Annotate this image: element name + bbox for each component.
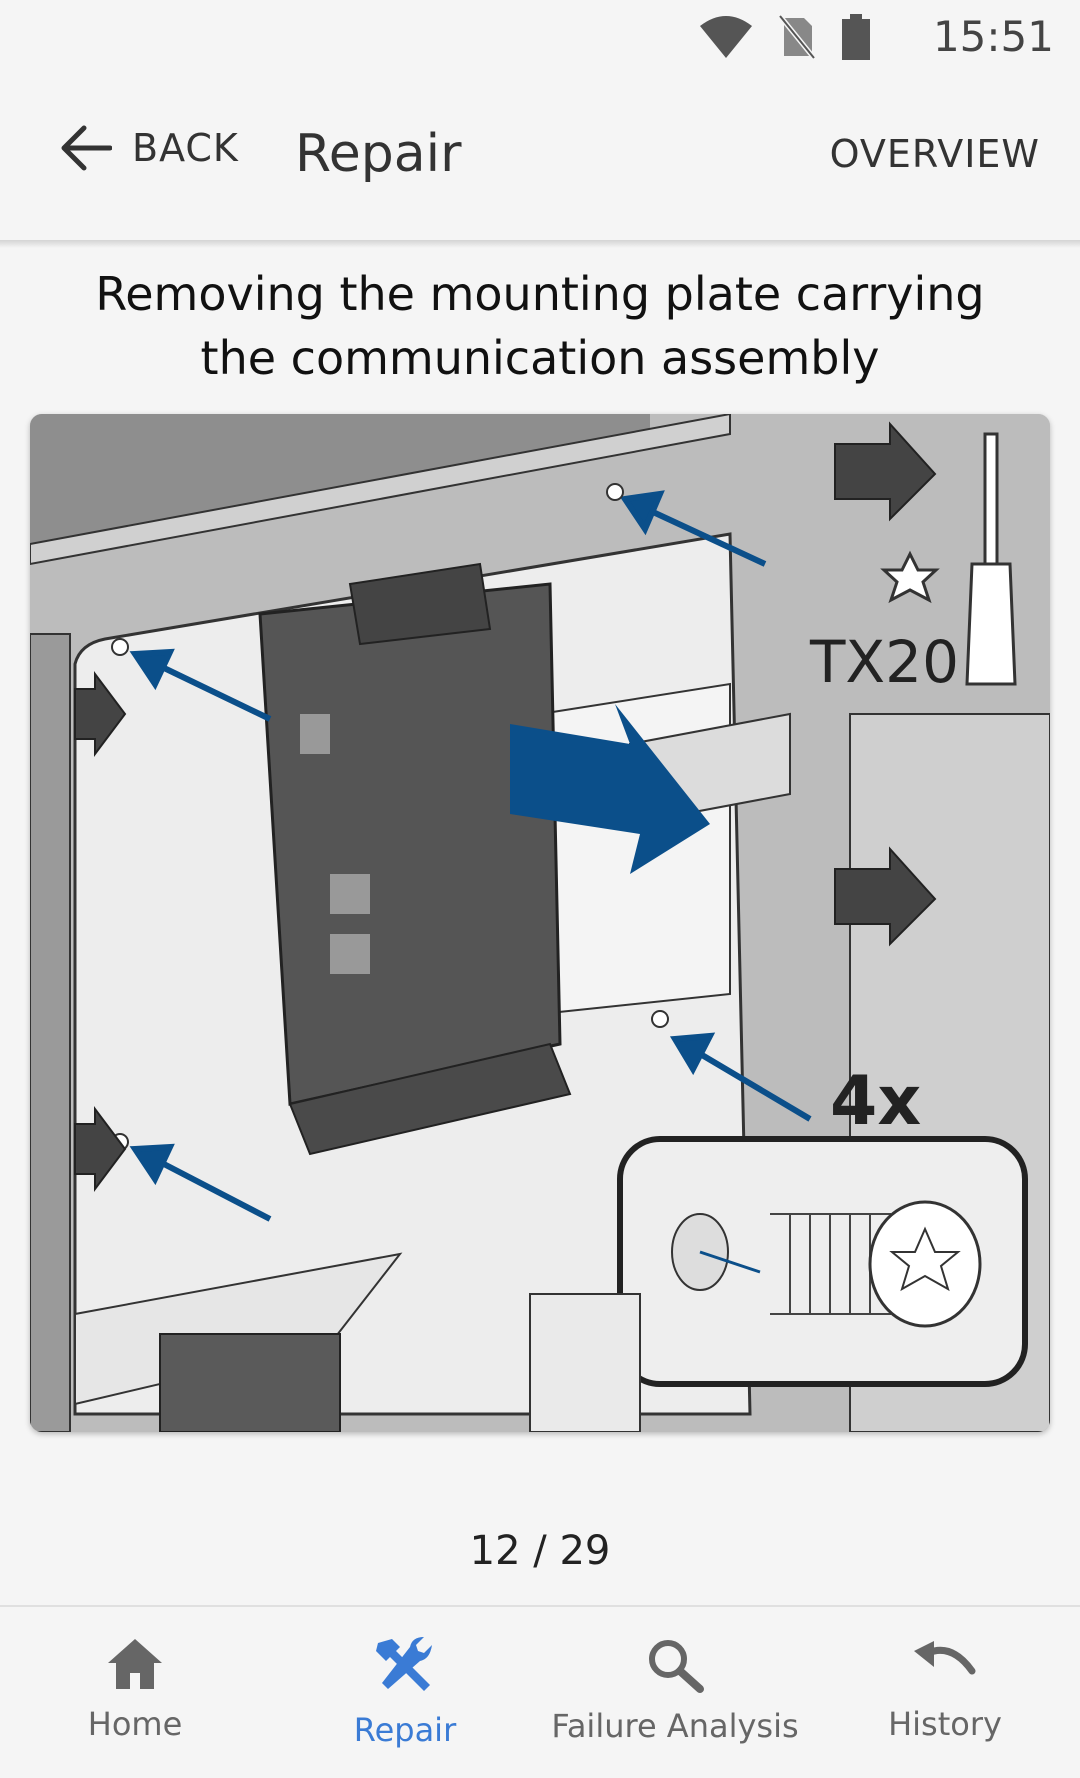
back-label: BACK: [132, 126, 239, 170]
nav-history[interactable]: History: [810, 1607, 1080, 1778]
nav-home-label: Home: [87, 1705, 183, 1743]
status-time: 15:51: [932, 12, 1054, 61]
tool-label: TX20: [809, 628, 959, 696]
nav-repair-label: Repair: [353, 1711, 457, 1749]
search-icon: [649, 1640, 704, 1693]
home-icon: [108, 1639, 162, 1689]
nav-home[interactable]: Home: [0, 1607, 270, 1778]
nav-repair[interactable]: Repair: [270, 1607, 540, 1778]
undo-icon: [914, 1641, 976, 1675]
bottom-navigation: Home Repair Failure Analysis History: [0, 1605, 1080, 1778]
app-bar: BACK Repair OVERVIEW: [0, 80, 1080, 248]
arrow-left-icon: [61, 125, 112, 171]
nav-failure-analysis[interactable]: Failure Analysis: [540, 1607, 810, 1778]
page-indicator: 12 / 29: [469, 1528, 611, 1574]
back-button[interactable]: BACK: [60, 124, 239, 172]
count-label: 4x: [830, 1062, 921, 1141]
page-title: Repair: [295, 124, 462, 184]
repair-illustration: TX20 4x: [30, 414, 1050, 1432]
nav-history-label: History: [888, 1705, 1002, 1743]
repair-tools-icon: [376, 1637, 432, 1691]
illustration-drawing: TX20 4x: [30, 414, 1050, 1432]
wifi-icon: [700, 16, 752, 58]
no-sim-icon: [778, 14, 816, 60]
nav-failure-analysis-label: Failure Analysis: [551, 1707, 799, 1745]
battery-icon: [842, 14, 870, 60]
app-bar-shadow: [0, 240, 1080, 248]
status-bar: 15:51: [0, 0, 1080, 80]
step-heading: Removing the mounting plate carrying the…: [95, 267, 985, 385]
overview-button[interactable]: OVERVIEW: [829, 132, 1040, 176]
